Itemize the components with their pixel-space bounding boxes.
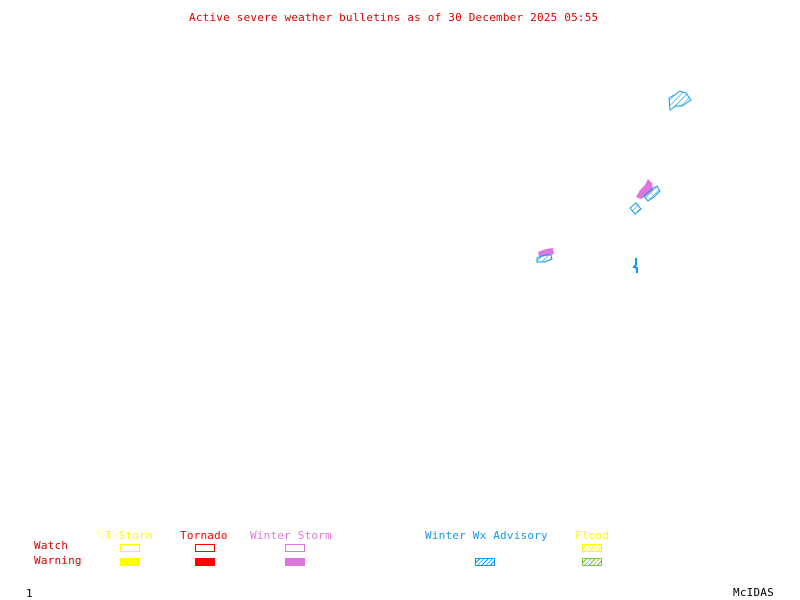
frame-number: 1 (26, 587, 33, 600)
advisory-polygon-east (629, 185, 661, 215)
legend-label-tornado: Tornado (180, 529, 228, 542)
bulletin-title: Active severe weather bulletins as of 30… (189, 11, 599, 24)
legend-swatch-tornado-watch (195, 544, 215, 552)
legend-swatch-winter-storm-warning (285, 558, 305, 566)
legend-swatch-winter-advisory (475, 558, 495, 566)
mcidas-brand: McIDAS (733, 586, 774, 599)
legend-label-winter-storm: Winter Storm (250, 529, 332, 542)
legend-swatch-flood-watch (582, 544, 602, 552)
legend-row-watch: Watch (34, 539, 69, 552)
legend-swatch-tstorm-watch (120, 544, 140, 552)
advisory-polygon-central (536, 254, 553, 263)
legend-label-flood: Flood (575, 529, 610, 542)
legend-row-warning: Warning (34, 554, 82, 567)
advisory-polygon-northeast (668, 90, 692, 111)
legend-swatch-flood-warning (582, 558, 602, 566)
legend-swatch-winter-storm-watch (285, 544, 305, 552)
legend-label-tstorm: T-Storm (105, 529, 153, 542)
advisory-polygon-lake (632, 258, 638, 273)
legend-swatch-tornado-warning (195, 558, 215, 566)
legend-label-winter-advisory: Winter Wx Advisory (425, 529, 548, 542)
legend-swatch-tstorm-warning (120, 558, 140, 566)
winter-storm-polygon-east (636, 179, 653, 199)
